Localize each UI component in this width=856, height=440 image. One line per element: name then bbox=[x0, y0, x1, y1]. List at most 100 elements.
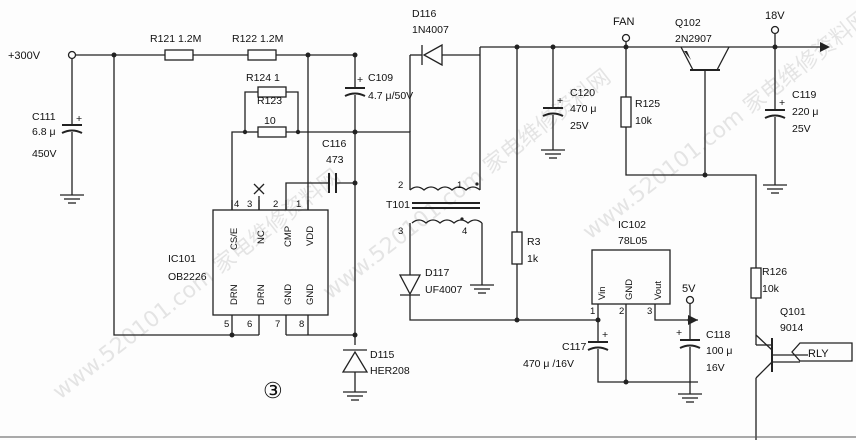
v18-terminal bbox=[770, 25, 780, 50]
label-d117: D117 bbox=[425, 267, 449, 279]
value-c111: 6.8 μ bbox=[32, 126, 56, 138]
label-d116: D116 bbox=[412, 8, 436, 20]
net-label-18v: 18V bbox=[765, 10, 785, 22]
c117-capacitor: + bbox=[587, 320, 698, 385]
label-c119: C119 bbox=[792, 89, 816, 101]
ic101-pin6: 6 bbox=[247, 319, 252, 330]
ic102-pin3: 3 bbox=[647, 306, 652, 317]
net-label-5v: 5V bbox=[682, 283, 696, 295]
label-r123: R123 bbox=[257, 95, 282, 107]
label-r124: R124 1 bbox=[246, 72, 280, 84]
ic101-chip bbox=[212, 200, 358, 338]
value-r125: 10k bbox=[635, 115, 653, 127]
ic101-pin1: 1 bbox=[296, 199, 301, 210]
r123-r124-network bbox=[231, 86, 355, 210]
ic102-gnd: GND bbox=[624, 279, 635, 300]
value-c117: 470 μ /16V bbox=[523, 358, 574, 370]
value-r3: 1k bbox=[527, 253, 539, 265]
value-c109: 4.7 μ/50V bbox=[368, 90, 413, 102]
value-q102: 2N2907 bbox=[675, 33, 712, 45]
main-rail bbox=[67, 49, 358, 61]
c120-capacitor: + bbox=[541, 44, 565, 159]
ic101-pin4: 4 bbox=[234, 199, 239, 210]
net-label-fan: FAN bbox=[613, 16, 634, 28]
c119-capacitor: + bbox=[763, 47, 787, 194]
svg-text:+: + bbox=[602, 329, 608, 341]
label-ic102: IC102 bbox=[618, 219, 646, 231]
value-ic102: 78L05 bbox=[618, 235, 647, 247]
rating-c120: 25V bbox=[570, 120, 589, 132]
value-q101: 9014 bbox=[780, 322, 804, 334]
label-q102: Q102 bbox=[675, 17, 701, 29]
c111-capacitor: + bbox=[60, 59, 84, 204]
label-r126: R126 bbox=[762, 266, 787, 278]
ic101-pin5-name: DRN bbox=[229, 284, 240, 305]
r122-body bbox=[247, 49, 277, 61]
label-c111: C111 bbox=[32, 111, 56, 123]
value-c120: 470 μ bbox=[570, 103, 597, 115]
d117-diode bbox=[398, 274, 598, 321]
c118-capacitor: + bbox=[676, 295, 702, 403]
ic101-pin2: 2 bbox=[273, 199, 278, 210]
value-ic101: OB2226 bbox=[168, 271, 207, 283]
svg-text:+: + bbox=[676, 327, 682, 339]
ic102-pin2: 2 bbox=[619, 306, 624, 317]
input-terminal bbox=[67, 50, 77, 60]
label-c117: C117 bbox=[562, 341, 586, 353]
label-c120: C120 bbox=[570, 87, 595, 99]
label-c109: C109 bbox=[368, 72, 393, 84]
watermark: www.520101.com 家电维修资料网 bbox=[318, 65, 615, 305]
value-c116: 473 bbox=[326, 154, 344, 166]
ic101-pin7-name: GND bbox=[283, 284, 294, 305]
d115-diode bbox=[341, 349, 369, 401]
ic102-vout: Vout bbox=[653, 281, 664, 300]
value-d115: HER208 bbox=[370, 365, 410, 377]
svg-text:+: + bbox=[357, 74, 363, 86]
ic101-pin1-name: VDD bbox=[305, 226, 316, 246]
q102-transistor bbox=[680, 46, 730, 178]
ic101-pin5: 5 bbox=[224, 319, 229, 330]
label-r122: R122 1.2M bbox=[232, 33, 283, 45]
d116-diode bbox=[409, 42, 830, 132]
ic101-pin3-name: NC bbox=[256, 230, 267, 244]
svg-text:+: + bbox=[779, 97, 785, 109]
net-label-rly: RLY bbox=[808, 348, 829, 360]
ic102-pin1: 1 bbox=[590, 306, 595, 317]
label-r125: R125 bbox=[635, 98, 660, 110]
watermark-group: www.520101.com 家电维修资料网 www.520101.com 家电… bbox=[48, 5, 856, 405]
r3-resistor bbox=[511, 44, 523, 323]
ic101-pin8: 8 bbox=[299, 319, 304, 330]
value-d116: 1N4007 bbox=[412, 24, 449, 36]
rating-c118: 16V bbox=[706, 362, 725, 374]
ic101-pin3: 3 bbox=[247, 199, 252, 210]
ic102-vin: Vin bbox=[597, 286, 608, 300]
q101-transistor bbox=[755, 334, 808, 440]
rating-c111: 450V bbox=[32, 148, 57, 160]
value-c118: 100 μ bbox=[706, 345, 733, 357]
t101-pin3: 3 bbox=[398, 226, 403, 237]
value-d117: UF4007 bbox=[425, 284, 463, 296]
value-r126: 10k bbox=[762, 283, 780, 295]
label-r121: R121 1.2M bbox=[150, 33, 201, 45]
value-r123: 10 bbox=[264, 115, 276, 127]
label-ic101: IC101 bbox=[168, 253, 196, 265]
rating-c119: 25V bbox=[792, 123, 811, 135]
t101-transformer bbox=[409, 55, 494, 294]
label-q101: Q101 bbox=[780, 306, 806, 318]
rly-tag bbox=[791, 342, 853, 362]
r121-body bbox=[164, 49, 194, 61]
ic102-regulator bbox=[591, 249, 698, 382]
watermark: www.520101.com 家电维修资料网 bbox=[578, 5, 856, 245]
svg-text:+: + bbox=[76, 113, 82, 125]
c109-capacitor: + bbox=[344, 55, 366, 135]
r126-resistor bbox=[750, 267, 762, 345]
t101-pin1: 1 bbox=[457, 180, 462, 191]
net-label-300v: +300V bbox=[8, 50, 41, 62]
ic101-pin8-name: GND bbox=[305, 284, 316, 305]
label-c116: C116 bbox=[322, 138, 346, 150]
value-c119: 220 μ bbox=[792, 106, 819, 118]
ic101-pin7: 7 bbox=[275, 319, 280, 330]
drain-wire bbox=[113, 55, 232, 336]
